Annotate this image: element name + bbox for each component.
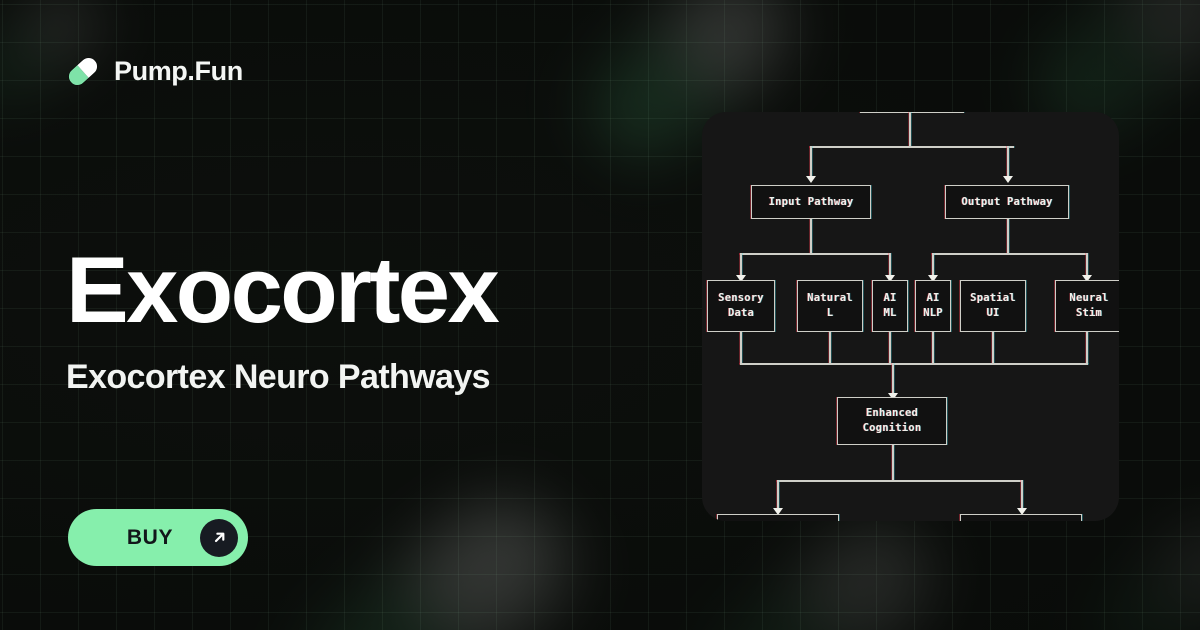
diagram-node-enhanced-cognition: Enhanced Cognition xyxy=(837,397,947,445)
pill-capsule-icon xyxy=(65,54,101,89)
diagram-edge xyxy=(810,219,812,254)
diagram-arrow xyxy=(736,275,746,282)
diagram-edge xyxy=(740,332,742,364)
diagram-node-output-pathway: Output Pathway xyxy=(945,185,1069,219)
hero-content: Pump.Fun Exocortex Exocortex Neuro Pathw… xyxy=(65,0,686,630)
diagram-edge xyxy=(810,146,1014,148)
diagram-node-bottom-right xyxy=(960,514,1082,521)
diagram-panel: Input Pathway Output Pathway Sensory Dat… xyxy=(702,112,1119,521)
diagram-edge xyxy=(909,112,911,146)
diagram-arrow xyxy=(1017,508,1027,515)
diagram-edge xyxy=(1007,146,1009,178)
diagram-edge xyxy=(992,332,994,364)
diagram-edge xyxy=(740,253,890,255)
diagram-node-ai-nlp: AI NLP xyxy=(915,280,951,332)
diagram-edge xyxy=(860,112,964,113)
diagram-edge xyxy=(777,480,1022,482)
diagram-edge xyxy=(740,363,1088,365)
brand-lockup: Pump.Fun xyxy=(65,54,243,89)
diagram-edge xyxy=(1086,253,1088,278)
diagram-arrow xyxy=(773,508,783,515)
diagram-canvas: Input Pathway Output Pathway Sensory Dat… xyxy=(702,112,1119,521)
diagram-edge xyxy=(889,332,891,364)
diagram-edge xyxy=(740,253,742,278)
diagram-node-bottom-left xyxy=(717,514,839,521)
diagram-edge xyxy=(932,332,934,364)
arrow-up-right-icon xyxy=(200,518,238,557)
diagram-edge xyxy=(892,363,894,397)
diagram-edge xyxy=(932,253,1087,255)
diagram-edge xyxy=(829,332,831,364)
diagram-edge xyxy=(892,445,894,481)
page-title: Exocortex xyxy=(66,237,500,342)
diagram-arrow xyxy=(928,275,938,282)
diagram-node-natural-l: Natural L xyxy=(797,280,863,332)
diagram-arrow xyxy=(885,275,895,282)
buy-button[interactable]: BUY xyxy=(68,509,248,566)
diagram-edge xyxy=(932,253,934,278)
diagram-edge xyxy=(1007,219,1009,254)
diagram-arrow xyxy=(806,176,816,183)
diagram-edge xyxy=(777,480,779,510)
diagram-node-input-pathway: Input Pathway xyxy=(751,185,871,219)
buy-button-label: BUY xyxy=(126,525,174,549)
diagram-edge xyxy=(1021,480,1023,510)
diagram-node-spatial-ui: Spatial UI xyxy=(960,280,1026,332)
diagram-edge xyxy=(810,146,812,178)
brand-name: Pump.Fun xyxy=(114,55,243,86)
diagram-node-neural-stim: Neural Stim xyxy=(1055,280,1119,332)
page-subtitle: Exocortex Neuro Pathways xyxy=(66,358,491,396)
diagram-edge xyxy=(889,253,891,278)
diagram-node-ai-ml: AI ML xyxy=(872,280,908,332)
diagram-edge xyxy=(1086,332,1088,364)
diagram-arrow xyxy=(1082,275,1092,282)
diagram-node-sensory-data: Sensory Data xyxy=(707,280,775,332)
diagram-arrow xyxy=(1003,176,1013,183)
diagram-arrow xyxy=(888,393,898,400)
